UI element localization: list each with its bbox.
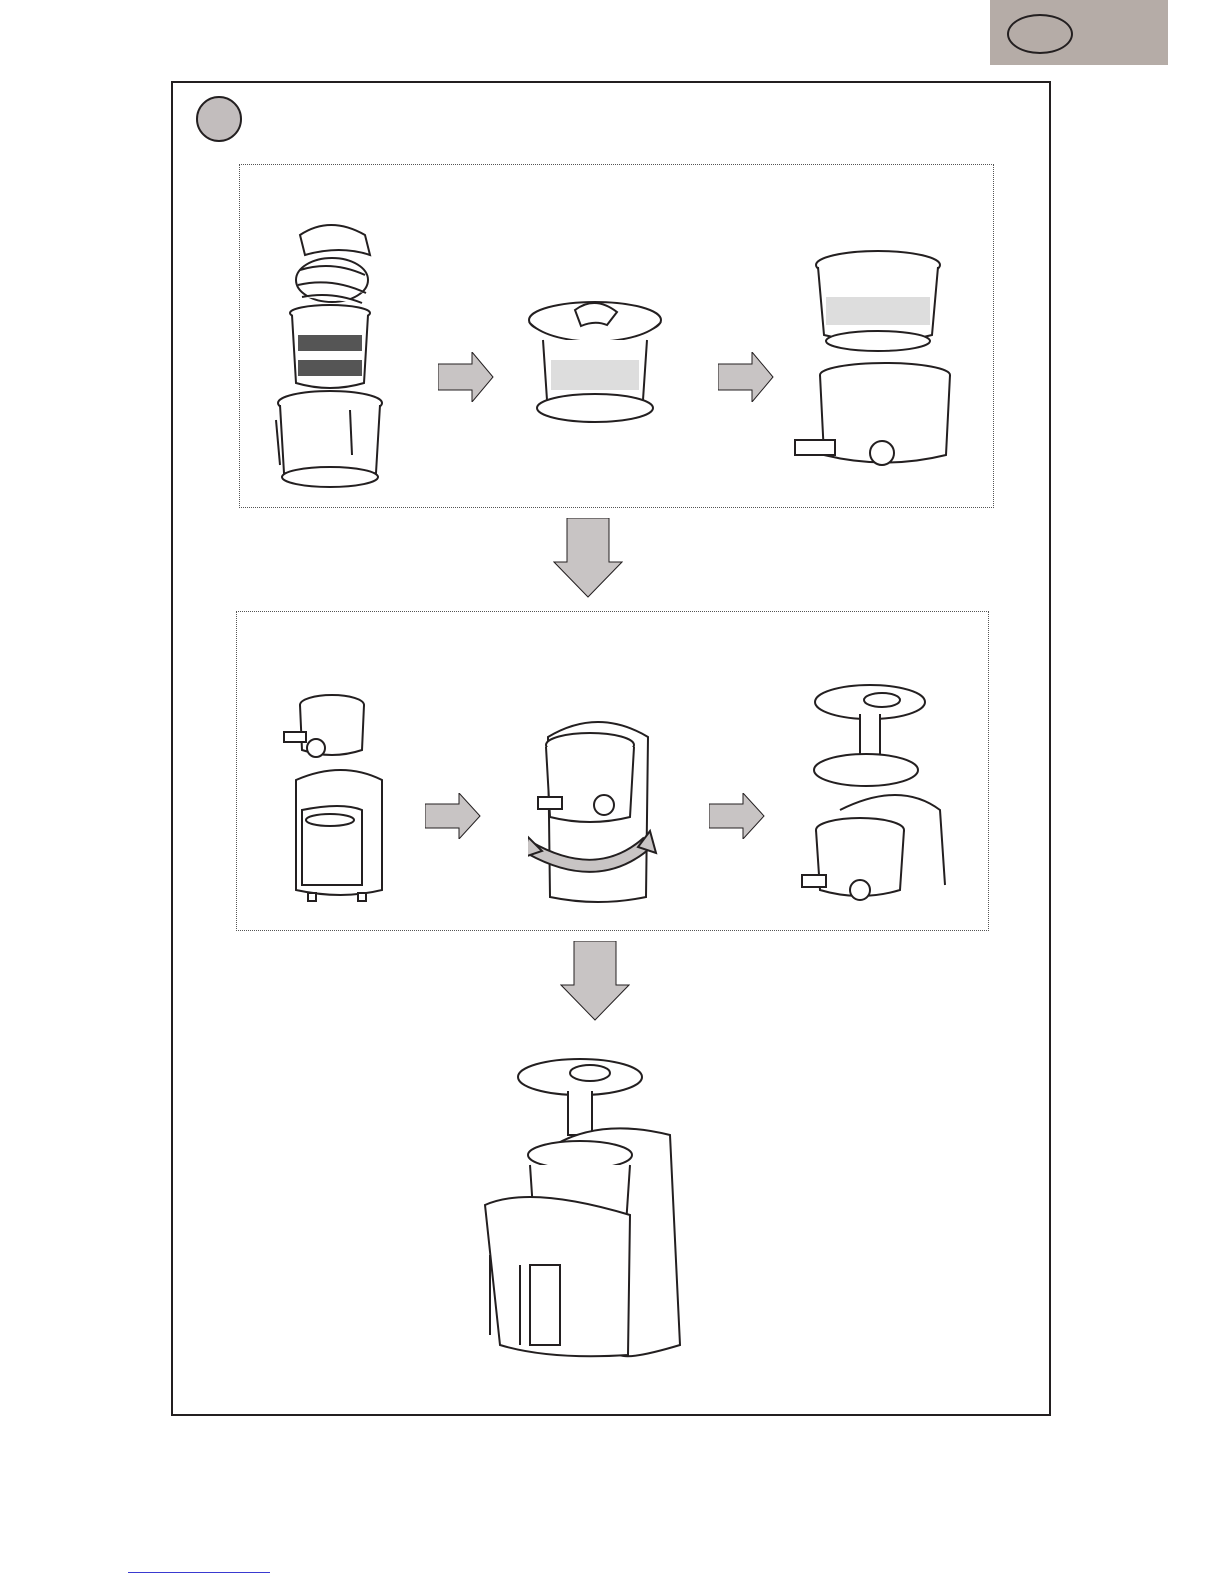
arrow-down-icon [560, 941, 630, 1021]
exploded-parts-illustration [270, 205, 390, 495]
strainer-illustration [290, 305, 370, 388]
step-number-badge [196, 96, 242, 142]
hopper-over-bowl-illustration [800, 680, 970, 920]
juicing-bowl [795, 363, 950, 465]
bowl-and-base-illustration [282, 690, 402, 920]
arrow-right-icon [425, 793, 481, 839]
arrow-down-icon [553, 518, 623, 598]
bowl-on-base [802, 795, 945, 900]
motor-base [296, 770, 382, 901]
bowl-with-strainer [284, 695, 364, 757]
language-tab [990, 0, 1168, 65]
language-badge [1007, 14, 1073, 54]
brush-holder-illustration [276, 391, 382, 487]
auger-illustration [296, 225, 370, 303]
footer-link-underline [128, 1572, 270, 1573]
arrow-right-icon [438, 352, 494, 402]
strainer-and-bowl-illustration [790, 245, 960, 475]
strainer-unit [816, 251, 940, 351]
hopper-lid [814, 685, 925, 786]
locking-rotation-illustration [528, 707, 668, 907]
arrow-right-icon [718, 352, 774, 402]
arrow-right-icon [709, 793, 765, 839]
assembled-juicer-illustration [480, 1055, 700, 1375]
assembled-strainer-illustration [525, 290, 665, 440]
